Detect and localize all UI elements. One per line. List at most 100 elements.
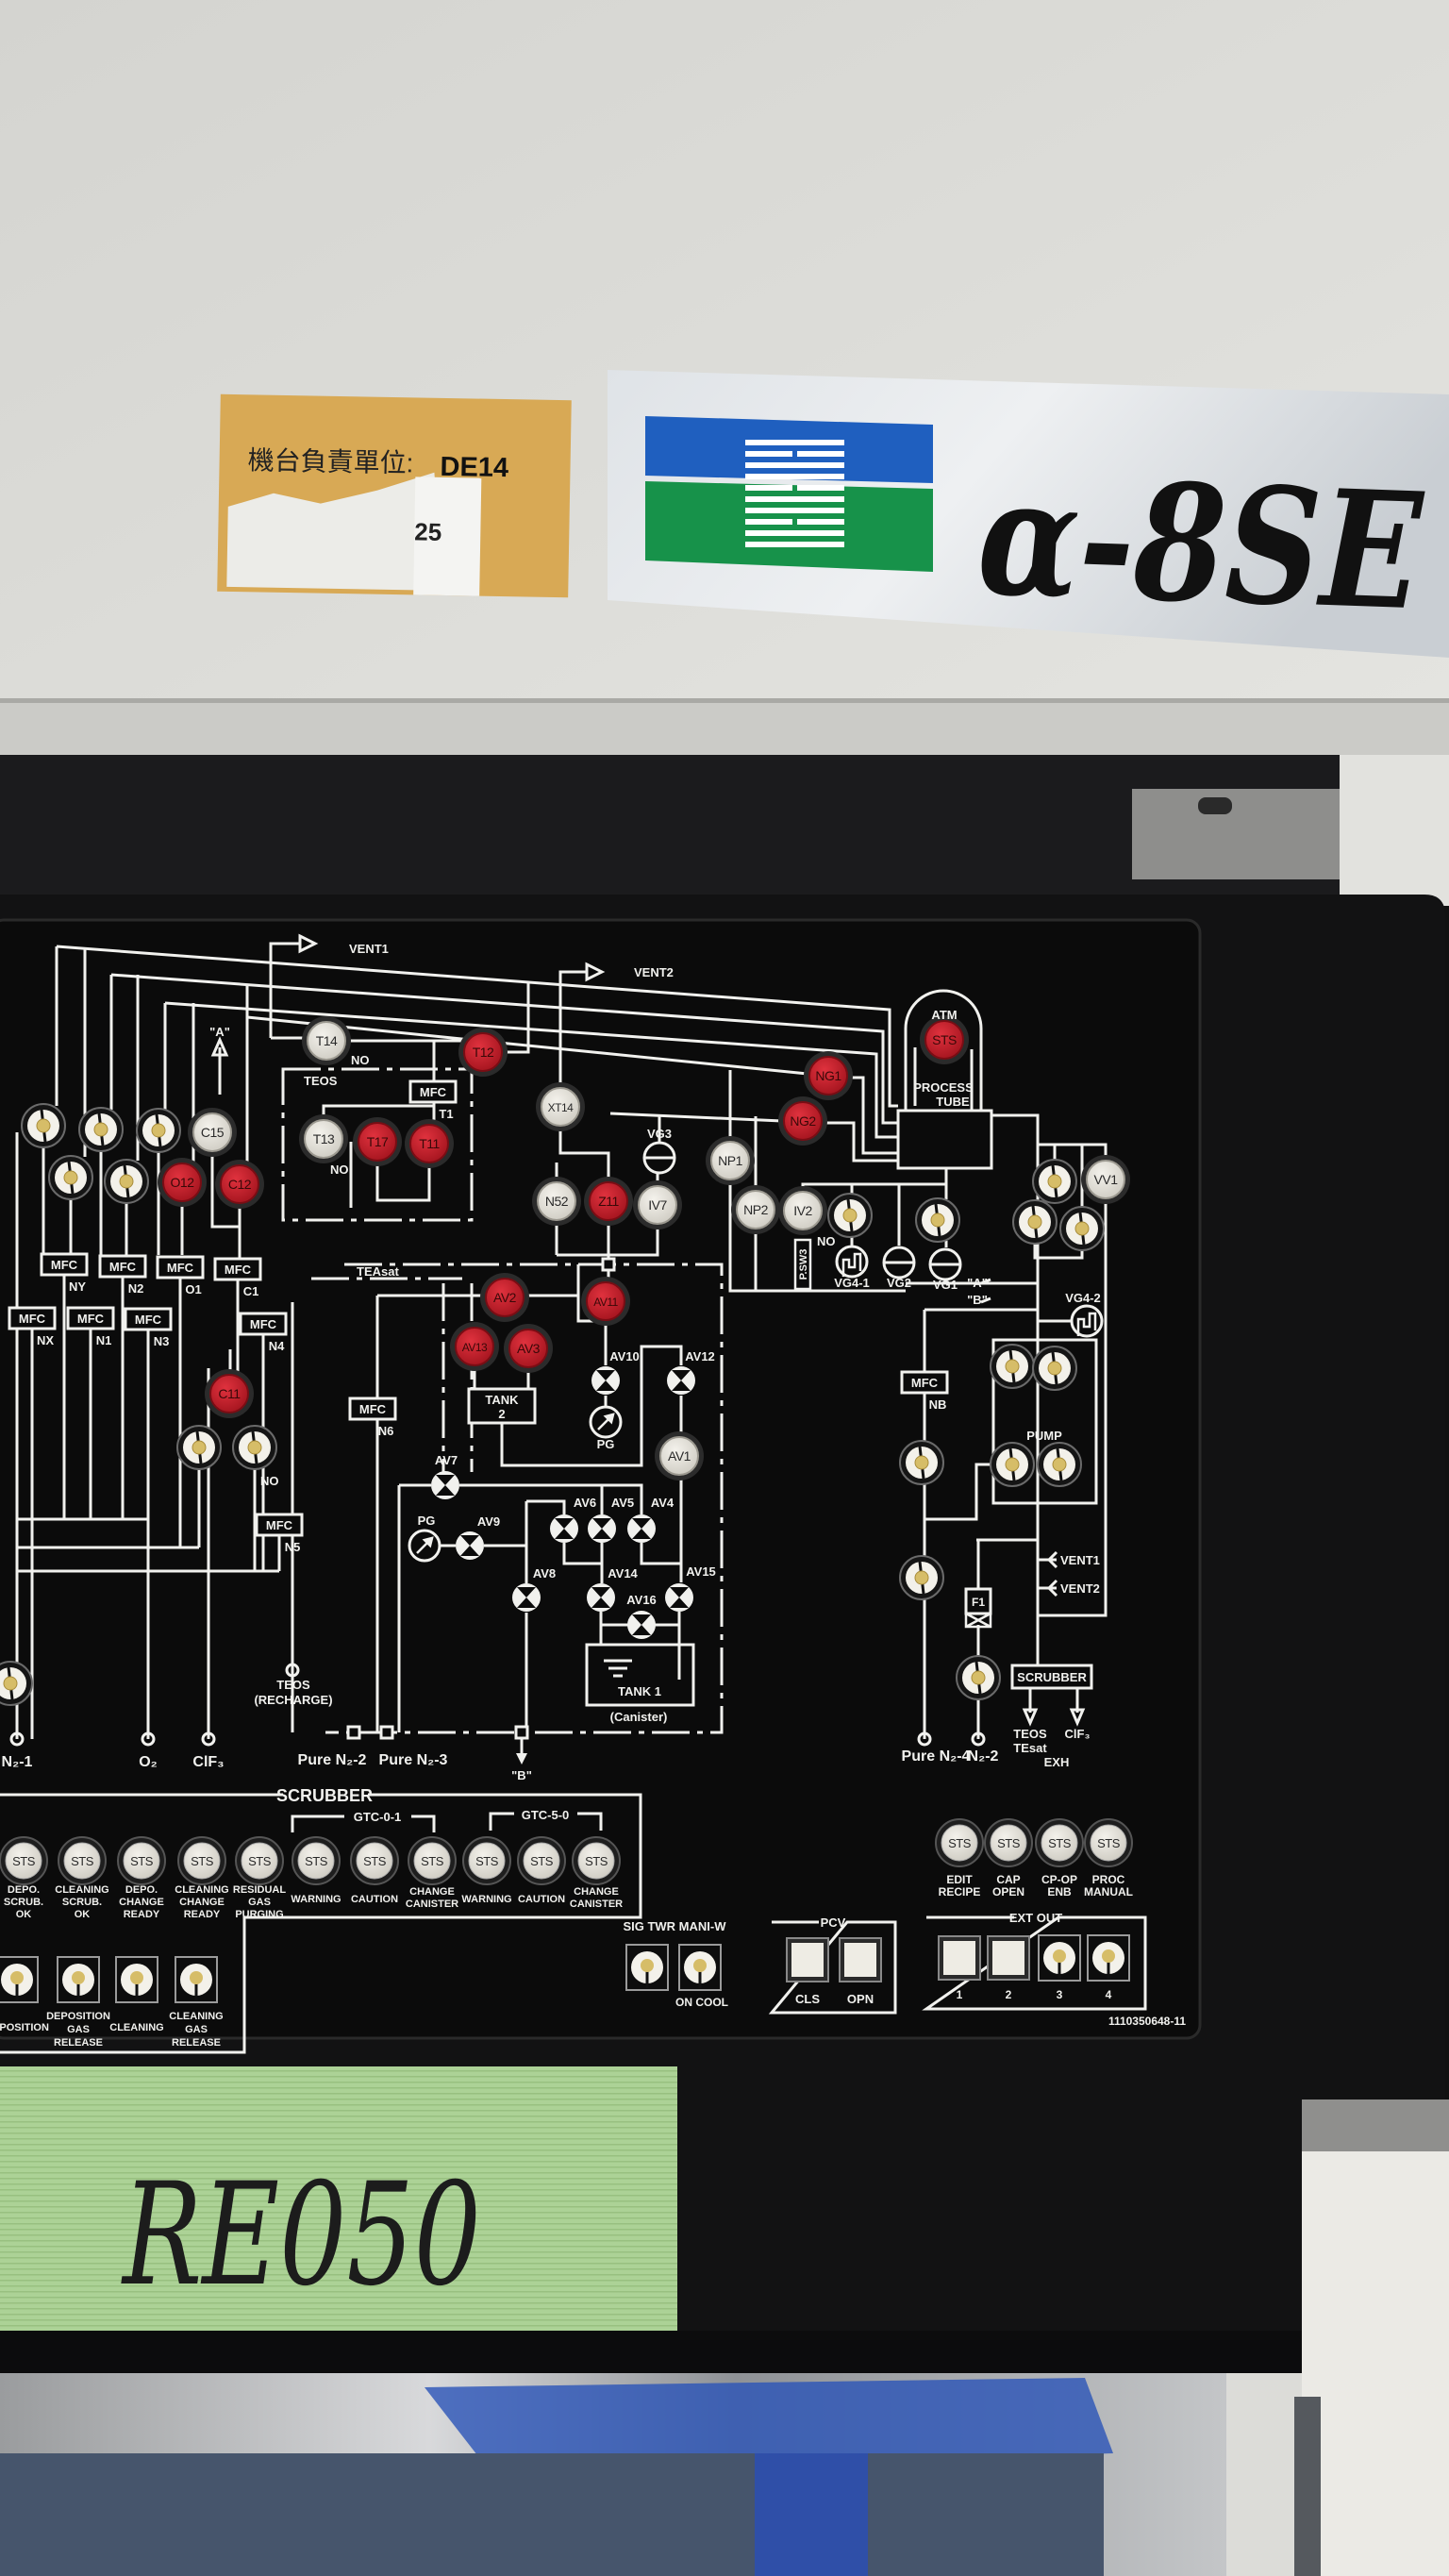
valve-av12[interactable] — [667, 1366, 695, 1395]
scrubber-sts-button[interactable]: STS — [408, 1836, 457, 1885]
indicator-button-av1[interactable]: AV1 — [655, 1431, 704, 1480]
indicator-lamp[interactable] — [136, 1108, 181, 1153]
indicator-lamp[interactable] — [1032, 1346, 1077, 1391]
scrubber-sts-button[interactable]: STS — [350, 1836, 399, 1885]
indicator-button-av13[interactable]: AV13 — [450, 1322, 499, 1371]
indicator-lamp[interactable] — [48, 1155, 93, 1200]
pcv-cls-button[interactable] — [786, 1937, 829, 1982]
valve-av15[interactable] — [665, 1583, 693, 1612]
indicator-button-t12[interactable]: T12 — [458, 1028, 508, 1077]
ext-out-button-2[interactable] — [987, 1935, 1030, 1981]
indicator-button-t14[interactable]: T14 — [302, 1016, 351, 1065]
indicator-button-vv1[interactable]: VV1 — [1081, 1155, 1130, 1204]
indicator-button-iv2[interactable]: IV2 — [778, 1186, 827, 1235]
indicator-lamp[interactable] — [1032, 1159, 1077, 1204]
indicator-button-iv7[interactable]: IV7 — [633, 1180, 682, 1229]
scrubber-sts-button[interactable]: STS — [177, 1836, 226, 1885]
indicator-button-t11[interactable]: T11 — [405, 1119, 454, 1168]
signal-tower-lamp[interactable] — [625, 1944, 669, 1991]
indicator-button-c12[interactable]: C12 — [215, 1160, 264, 1209]
control-sts-button[interactable]: STS — [1084, 1818, 1133, 1867]
indicator-lamp[interactable] — [990, 1344, 1035, 1389]
indicator-button-z11[interactable]: Z11 — [584, 1177, 633, 1226]
ext-out-button-1[interactable] — [938, 1935, 981, 1981]
ext-out-lamp-4[interactable] — [1087, 1934, 1130, 1982]
ledge-shadow — [0, 698, 1449, 703]
indicator-button-t13[interactable]: T13 — [299, 1114, 348, 1163]
indicator-button-n52[interactable]: N52 — [532, 1177, 581, 1226]
indicator-lamp[interactable] — [78, 1107, 124, 1152]
indicator-lamp[interactable] — [990, 1442, 1035, 1487]
indicator-lamp[interactable] — [899, 1555, 944, 1600]
indicator-button-av11[interactable]: AV11 — [581, 1277, 630, 1326]
valve-av6[interactable] — [550, 1514, 578, 1543]
ext-out-lamp-3[interactable] — [1038, 1934, 1081, 1982]
indicator-button-o12[interactable]: O12 — [158, 1158, 207, 1207]
indicator-lamp[interactable] — [0, 1661, 33, 1706]
valve-av14[interactable] — [587, 1583, 615, 1612]
control-sts-button[interactable]: STS — [935, 1818, 984, 1867]
scrubber-lamp[interactable] — [115, 1956, 158, 2003]
indicator-lamp[interactable] — [176, 1425, 222, 1470]
indicator-button-av2[interactable]: AV2 — [480, 1273, 529, 1322]
control-sts-button[interactable]: STS — [1035, 1818, 1084, 1867]
button-face-label: STS — [363, 1854, 387, 1868]
indicator-button-sts[interactable]: STS — [920, 1015, 969, 1064]
indicator-lamp[interactable] — [232, 1425, 277, 1470]
scrubber-sts-button[interactable]: STS — [462, 1836, 511, 1885]
indicator-button-np2[interactable]: NP2 — [731, 1185, 780, 1234]
indicator-button-t17[interactable]: T17 — [353, 1117, 402, 1166]
indicator-button-np1[interactable]: NP1 — [706, 1136, 755, 1185]
indicator-lamp[interactable] — [1012, 1199, 1058, 1245]
indicator-lamp[interactable] — [1037, 1442, 1082, 1487]
scrubber-sts-button[interactable]: STS — [0, 1836, 48, 1885]
scrubber-lamp[interactable] — [175, 1956, 218, 2003]
valve-av8[interactable] — [512, 1583, 541, 1612]
scrubber-sts-button[interactable]: STS — [117, 1836, 166, 1885]
control-sts-button[interactable]: STS — [984, 1818, 1033, 1867]
indicator-lamp[interactable] — [899, 1440, 944, 1485]
indicator-button-c15[interactable]: C15 — [188, 1108, 237, 1157]
mani-w-lamp[interactable] — [678, 1944, 722, 1991]
indicator-lamp[interactable] — [21, 1103, 66, 1148]
valve-av7[interactable] — [431, 1471, 459, 1499]
indicator-button-ng2[interactable]: NG2 — [778, 1096, 827, 1146]
valve-av10[interactable] — [591, 1366, 620, 1395]
scrubber-sts-button[interactable]: STS — [235, 1836, 284, 1885]
indicator-lamp[interactable] — [827, 1193, 873, 1238]
valve-av4[interactable] — [627, 1514, 656, 1543]
scrubber-sts-button[interactable]: STS — [517, 1836, 566, 1885]
pcv-opn-button[interactable] — [839, 1937, 882, 1982]
valve-av9[interactable] — [456, 1531, 484, 1560]
scrubber-sts-button[interactable]: STS — [58, 1836, 107, 1885]
scrubber-sts-button[interactable]: STS — [291, 1836, 341, 1885]
indicator-button-xt14[interactable]: XT14 — [536, 1082, 585, 1131]
indicator-button-ng1[interactable]: NG1 — [804, 1051, 853, 1100]
lower-window — [0, 2453, 1104, 2576]
scrubber-sts-button[interactable]: STS — [572, 1836, 621, 1885]
scrubber-lamp[interactable] — [57, 1956, 100, 2003]
scrubber-lamp[interactable] — [0, 1956, 39, 2003]
indicator-button-c11[interactable]: C11 — [205, 1369, 254, 1418]
indicator-button-av3[interactable]: AV3 — [504, 1324, 553, 1373]
valve-av5[interactable] — [588, 1514, 616, 1543]
indicator-lamp[interactable] — [956, 1655, 1001, 1700]
scrubber-button-label: CHANGE — [574, 1886, 619, 1898]
indicator-lamp[interactable] — [915, 1197, 960, 1243]
pressure-gauge-icon — [589, 1405, 623, 1439]
indicator-lamp[interactable] — [1059, 1206, 1105, 1251]
indicator-lamp[interactable] — [104, 1159, 149, 1204]
valve-av16[interactable] — [627, 1611, 656, 1639]
